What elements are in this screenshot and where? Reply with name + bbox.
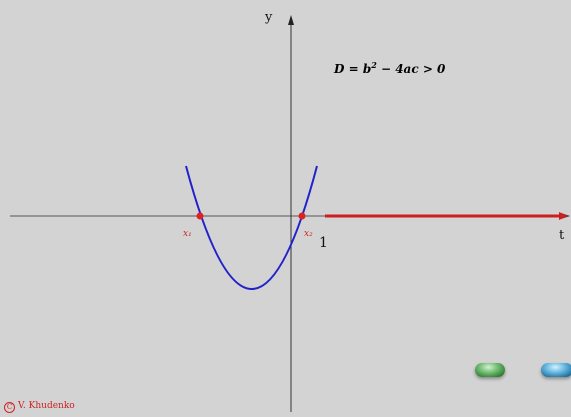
root-label-x1: x₁: [183, 229, 192, 239]
parabola-curve: [185, 165, 318, 290]
root-label-x2: x₂: [304, 229, 313, 239]
unit-label: 1: [319, 235, 328, 251]
t-axis-label: t: [559, 228, 565, 243]
discriminant-formula: D = b2 − 4ac > 0: [334, 61, 445, 75]
green-pill-button[interactable]: [475, 363, 505, 377]
formula-exponent: 2: [371, 60, 377, 70]
formula-b: b: [362, 62, 372, 76]
blue-pill-button[interactable]: [541, 363, 571, 377]
root-point-x2: [298, 212, 306, 220]
author-name: V. Khudenko: [18, 401, 75, 411]
formula-eq: =: [344, 62, 363, 76]
solution-ray-arrow-icon: [559, 212, 568, 220]
root-point-x1: [196, 212, 204, 220]
formula-lhs: D: [334, 62, 345, 76]
y-axis-label: y: [265, 10, 273, 25]
y-axis-arrow-icon: [288, 15, 294, 25]
formula-rest: − 4ac > 0: [376, 62, 446, 76]
copyright-icon: C: [4, 402, 15, 413]
